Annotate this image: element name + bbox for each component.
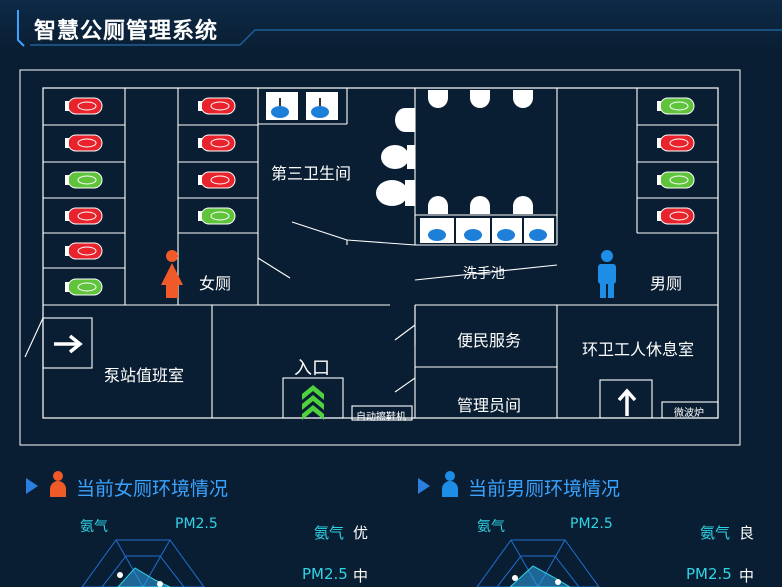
female-restroom-label: 女厕: [199, 274, 232, 293]
convenience-service-label: 便民服务: [457, 331, 522, 350]
manager-room-label: 管理员间: [457, 396, 522, 415]
wash-basin-label: 洗手池: [463, 266, 505, 282]
stall-toilet-icon[interactable]: [65, 278, 103, 296]
third-restroom-label: 第三卫生间: [271, 164, 352, 183]
stall-toilet-icon[interactable]: [65, 242, 103, 260]
stall-toilet-icon[interactable]: [65, 171, 103, 189]
female-metric-name: 氨气: [314, 524, 345, 542]
entrance-box: [282, 377, 344, 419]
female-metric-value: 中: [353, 567, 369, 585]
stall-toilet-icon[interactable]: [198, 207, 236, 225]
pump-room-label: 泵站值班室: [104, 366, 185, 385]
sanitation-lounge-label: 环卫工人休息室: [582, 340, 695, 359]
stall-toilet-icon[interactable]: [657, 134, 695, 152]
third-restroom-toilet-icons: [376, 108, 415, 206]
header-bar: 智慧公厕管理系统: [0, 0, 782, 50]
male-radar-label-ammonia: 氨气: [477, 519, 505, 535]
inner-wall: [42, 87, 719, 419]
stall-toilet-icon[interactable]: [65, 97, 103, 115]
female-person-icon: [161, 250, 183, 298]
female-metric-value: 优: [353, 524, 369, 542]
female-stall-walls: [43, 88, 259, 306]
lower-walls: [24, 305, 719, 421]
male-person-icon: [598, 250, 616, 298]
urinal-icons: [428, 90, 533, 214]
microwave-label: 微波炉: [674, 408, 704, 419]
female-stalls-left: [65, 97, 103, 296]
stall-toilet-icon[interactable]: [65, 207, 103, 225]
page-title: 智慧公厕管理系统: [34, 19, 219, 44]
header-frame: [17, 10, 782, 47]
section-arrow-icon: [418, 478, 430, 494]
entrance-label: 入口: [294, 358, 330, 379]
third-restroom-sink-icons: [266, 92, 338, 120]
stall-toilet-icon[interactable]: [657, 97, 695, 115]
male-metric-value: 中: [739, 567, 755, 585]
exit-arrow-box: [42, 317, 93, 369]
male-radar-chart: [476, 539, 600, 587]
female-radar-label-pm25: PM2.5: [175, 516, 218, 532]
male-stall-walls: [636, 88, 718, 234]
male-metric-value: 良: [739, 524, 755, 542]
male-restroom-label: 男厕: [650, 274, 683, 293]
outer-frame: [19, 69, 741, 446]
arrow-up-icon: [617, 388, 637, 416]
male-stalls: [657, 97, 695, 225]
male-metric-name: PM2.5: [686, 565, 732, 583]
wash-basin-icons: [420, 218, 554, 243]
male-metric-name: 氨气: [700, 524, 731, 542]
shoe-polisher-label: 自动擦鞋机: [356, 412, 406, 423]
male-radar-label-pm25: PM2.5: [570, 516, 613, 532]
female-metric-name: PM2.5: [302, 565, 348, 583]
section-arrow-icon: [26, 478, 38, 494]
arrow-right-icon: [54, 334, 83, 354]
stall-toilet-icon[interactable]: [198, 171, 236, 189]
female-person-icon: [50, 471, 66, 497]
stall-toilet-icon[interactable]: [657, 207, 695, 225]
female-radar-label-ammonia: 氨气: [80, 519, 108, 535]
male-person-icon: [442, 471, 458, 497]
stall-toilet-icon[interactable]: [657, 171, 695, 189]
stall-toilet-icon[interactable]: [198, 97, 236, 115]
male-env-title: 当前男厕环境情况: [468, 478, 621, 500]
female-env-title: 当前女厕环境情况: [76, 478, 229, 500]
stall-toilet-icon[interactable]: [65, 134, 103, 152]
female-radar-chart: [81, 539, 205, 587]
entrance-chevron-icon: [302, 385, 324, 420]
up-arrow-box: [599, 379, 653, 419]
female-stalls-right: [198, 97, 236, 225]
stall-toilet-icon[interactable]: [198, 134, 236, 152]
